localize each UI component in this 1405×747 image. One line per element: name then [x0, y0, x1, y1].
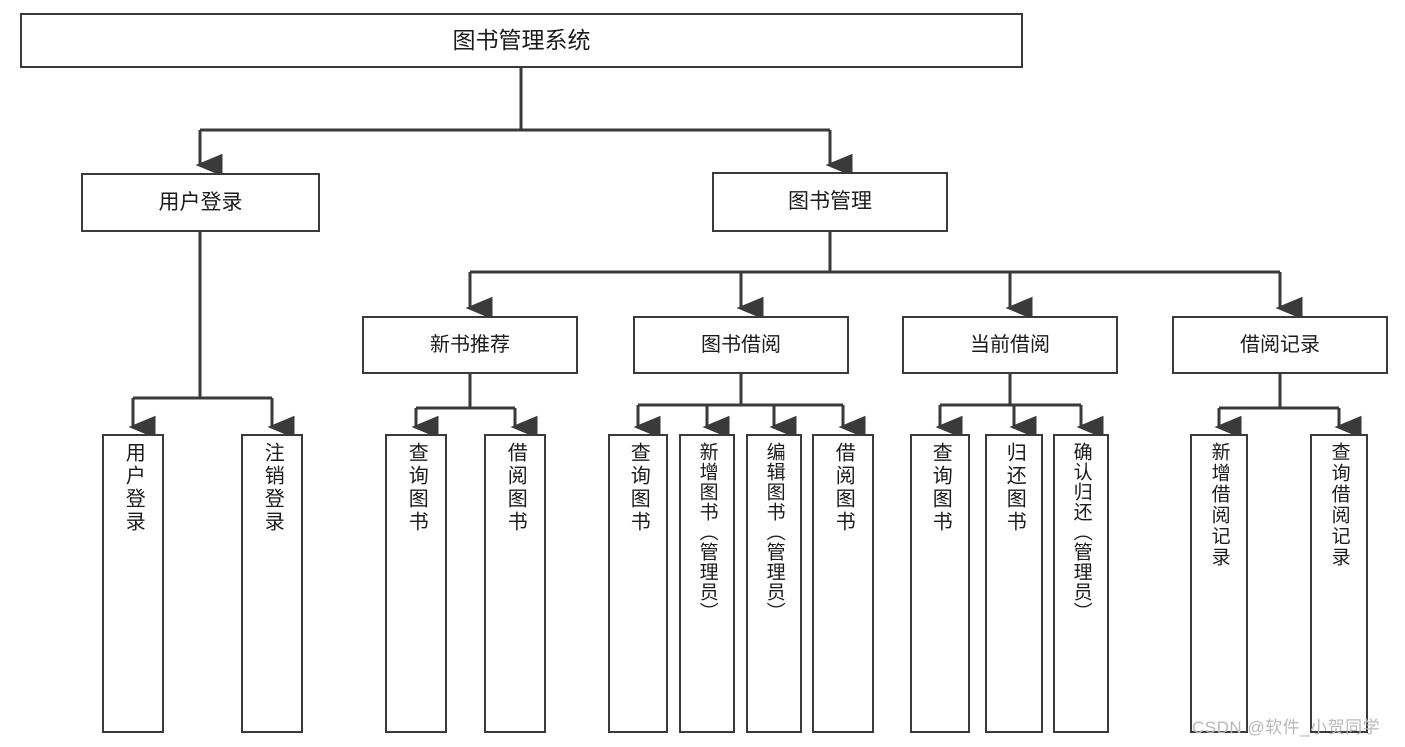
leaf-user-login-label: 用户登录	[122, 442, 145, 534]
node-root[interactable]: 图书管理系统	[20, 13, 1023, 68]
leaf-confirm-return-admin-label: 确认归还（管理员）	[1070, 442, 1092, 622]
leaf-query-borrow-record-label: 查询借阅记录	[1328, 442, 1350, 568]
leaf-borrow-book-recommend[interactable]: 借阅图书	[484, 434, 546, 733]
csdn-watermark: CSDN @软件_小贺同学	[1192, 718, 1381, 737]
leaf-query-borrow-record[interactable]: 查询借阅记录	[1310, 434, 1368, 733]
node-book-management-label: 图书管理	[788, 190, 872, 214]
leaf-confirm-return-admin[interactable]: 确认归还（管理员）	[1053, 434, 1109, 733]
node-book-borrow[interactable]: 图书借阅	[633, 316, 849, 374]
node-book-management[interactable]: 图书管理	[712, 172, 948, 232]
leaf-user-login[interactable]: 用户登录	[102, 434, 164, 733]
node-user-login-label: 用户登录	[158, 190, 243, 214]
leaf-borrow-book-recommend-label: 借阅图书	[504, 442, 527, 534]
leaf-query-book-recommend-label: 查询图书	[405, 442, 428, 534]
leaf-borrow-book[interactable]: 借阅图书	[812, 434, 874, 733]
node-current-borrow-label: 当前借阅	[970, 333, 1050, 356]
leaf-edit-book-admin-label: 编辑图书（管理员）	[763, 442, 785, 622]
node-new-book-recommend-label: 新书推荐	[430, 333, 510, 356]
node-current-borrow[interactable]: 当前借阅	[902, 316, 1118, 374]
node-book-borrow-label: 图书借阅	[701, 333, 781, 356]
node-new-book-recommend[interactable]: 新书推荐	[362, 316, 578, 374]
leaf-add-borrow-record-label: 新增借阅记录	[1208, 442, 1230, 568]
leaf-user-logout-label: 注销登录	[261, 442, 284, 534]
leaf-borrow-book-label: 借阅图书	[832, 442, 855, 534]
leaf-query-book-borrow[interactable]: 查询图书	[608, 434, 668, 733]
node-root-label: 图书管理系统	[452, 27, 591, 54]
leaf-user-logout[interactable]: 注销登录	[241, 434, 303, 733]
node-user-login[interactable]: 用户登录	[81, 173, 320, 232]
leaf-query-book-borrow-label: 查询图书	[627, 442, 650, 534]
node-borrow-record-label: 借阅记录	[1240, 333, 1320, 356]
leaf-query-book-recommend[interactable]: 查询图书	[385, 434, 447, 733]
leaf-query-book-current-label: 查询图书	[929, 442, 952, 534]
leaf-add-borrow-record[interactable]: 新增借阅记录	[1190, 434, 1248, 733]
node-borrow-record[interactable]: 借阅记录	[1172, 316, 1388, 374]
leaf-return-book[interactable]: 归还图书	[985, 434, 1043, 733]
leaf-add-book-admin-label: 新增图书（管理员）	[696, 442, 718, 622]
leaf-add-book-admin[interactable]: 新增图书（管理员）	[679, 434, 735, 733]
leaf-edit-book-admin[interactable]: 编辑图书（管理员）	[746, 434, 802, 733]
leaf-return-book-label: 归还图书	[1003, 442, 1026, 534]
leaf-query-book-current[interactable]: 查询图书	[910, 434, 970, 733]
